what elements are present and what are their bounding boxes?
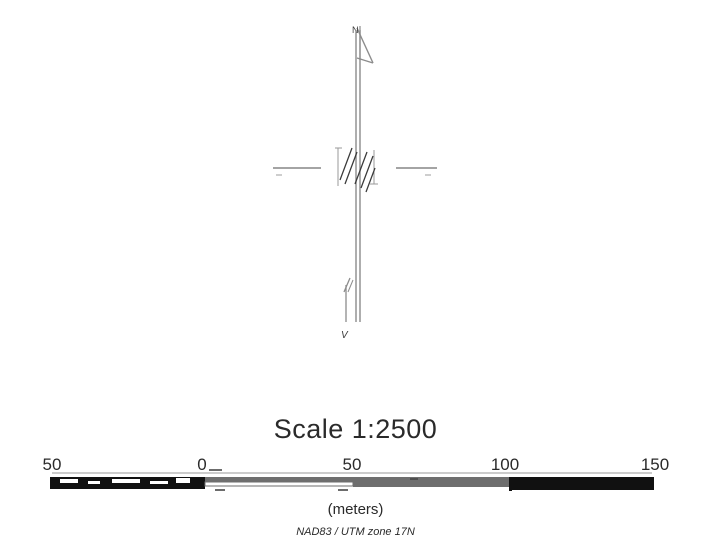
horizontal-road [273, 167, 437, 176]
scale-units-label: (meters) [327, 501, 384, 518]
scale-title: Scale 1:2500 [273, 414, 438, 444]
scale-bar [50, 469, 654, 493]
vertical-road [355, 30, 361, 322]
intersection-cluster [335, 147, 378, 193]
scale-tick-label: 50 [42, 455, 62, 474]
south-label: V [341, 330, 349, 341]
north-label: N [352, 25, 359, 35]
scale-tick-label: 0 [197, 455, 207, 474]
projection-label: NAD83 / UTM zone 17N [296, 526, 415, 538]
scale-tick-label: 150 [640, 455, 670, 474]
south-road-bend [343, 277, 354, 322]
scale-tick-label: 100 [490, 455, 520, 474]
scale-tick-label: 50 [342, 455, 362, 474]
